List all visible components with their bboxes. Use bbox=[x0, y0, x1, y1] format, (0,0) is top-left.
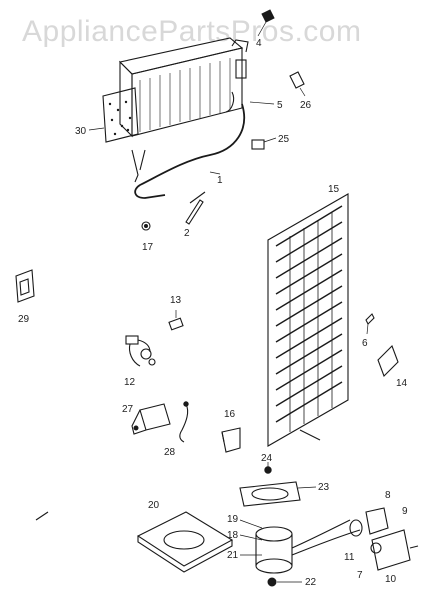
watermark: AppliancePartsPros.com bbox=[22, 15, 362, 48]
callout-8: 8 bbox=[385, 490, 391, 501]
callout-9: 9 bbox=[402, 506, 408, 517]
callout-18: 18 bbox=[227, 530, 239, 541]
part-4-clip bbox=[257, 9, 275, 37]
part-29-bracket bbox=[15, 269, 35, 303]
callout-23: 23 bbox=[318, 482, 330, 493]
callout-labels: 1 2 4 5 6 7 8 9 10 11 12 13 14 15 16 17 … bbox=[18, 38, 408, 588]
part-25-connector bbox=[251, 137, 277, 150]
callout-7: 7 bbox=[357, 570, 363, 581]
condenser-coil bbox=[267, 193, 349, 447]
callout-21: 21 bbox=[227, 550, 239, 561]
callout-24: 24 bbox=[261, 453, 273, 464]
callout-17: 17 bbox=[142, 242, 154, 253]
callout-6: 6 bbox=[362, 338, 368, 349]
part-17-grommet bbox=[141, 221, 151, 231]
part-13-clip bbox=[168, 310, 184, 331]
part-12-harness bbox=[125, 335, 156, 367]
part-26-sensor bbox=[289, 71, 306, 97]
part-14-bracket bbox=[377, 345, 399, 377]
callout-11: 11 bbox=[344, 552, 355, 563]
part-2-tube bbox=[185, 199, 204, 225]
part-27-capacitor bbox=[131, 403, 171, 435]
callout-22: 22 bbox=[305, 577, 317, 588]
part-6-screw bbox=[365, 313, 375, 335]
part-16-bracket bbox=[221, 427, 241, 453]
callout-13: 13 bbox=[170, 295, 182, 306]
callout-5: 5 bbox=[277, 100, 283, 111]
callout-25: 25 bbox=[278, 134, 290, 145]
callout-27: 27 bbox=[122, 404, 134, 415]
callout-28: 28 bbox=[164, 447, 176, 458]
callout-30: 30 bbox=[75, 126, 87, 137]
callout-10: 10 bbox=[385, 574, 397, 585]
relay-overload-group bbox=[349, 507, 419, 571]
callout-19: 19 bbox=[227, 514, 239, 525]
callout-14: 14 bbox=[396, 378, 408, 389]
part-20-base-plate bbox=[136, 511, 234, 573]
callout-4: 4 bbox=[256, 38, 262, 49]
callout-26: 26 bbox=[300, 100, 312, 111]
callout-2: 2 bbox=[184, 228, 190, 239]
callout-16: 16 bbox=[224, 409, 236, 420]
callout-1: 1 bbox=[217, 175, 223, 186]
callout-12: 12 bbox=[124, 377, 136, 388]
compressor-assembly bbox=[239, 462, 361, 587]
callout-15: 15 bbox=[328, 184, 340, 195]
refrigerant-tubing bbox=[131, 103, 245, 204]
evaporator-assembly bbox=[102, 37, 249, 143]
callout-20: 20 bbox=[148, 500, 160, 511]
callout-29: 29 bbox=[18, 314, 30, 325]
part-28-wire bbox=[179, 401, 189, 443]
